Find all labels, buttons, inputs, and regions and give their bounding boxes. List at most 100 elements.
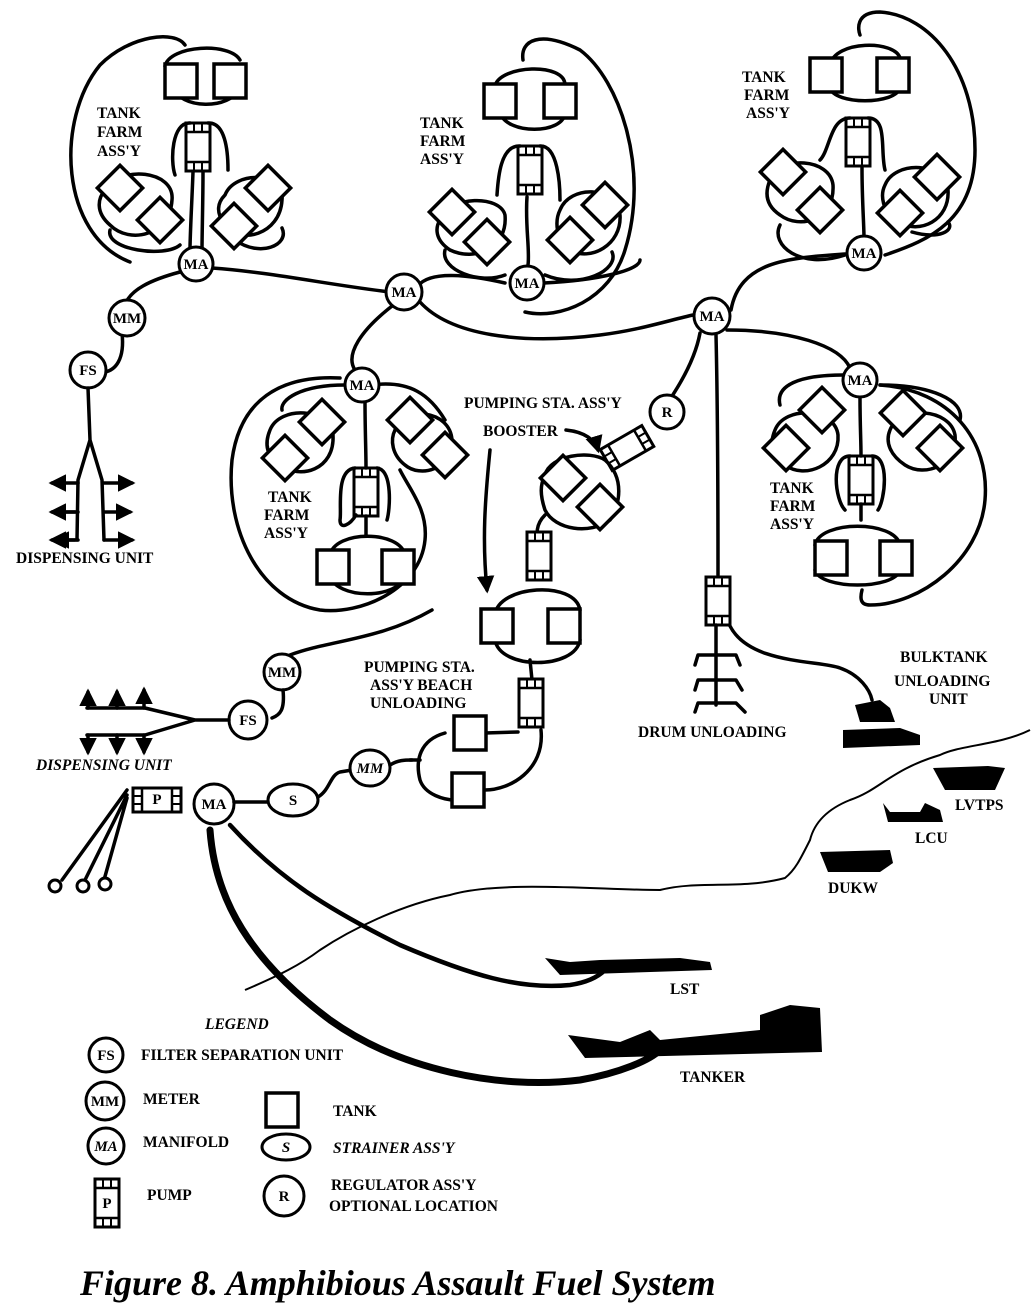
svg-text:MANIFOLD: MANIFOLD bbox=[143, 1134, 229, 1151]
legend: LEGEND FS FILTER SEPARATION UNIT MM METE… bbox=[84, 1016, 498, 1229]
svg-text:MA: MA bbox=[350, 378, 375, 394]
manifold-node-middle-left: MA bbox=[343, 366, 381, 404]
pumping-station-beach: PUMPING STA. ASS'Y BEACH UNLOADING bbox=[364, 530, 582, 809]
pump-label: P bbox=[152, 792, 161, 808]
meter-node: MM bbox=[348, 748, 392, 788]
vessel-lvtps-label: LVTPS bbox=[955, 797, 1004, 814]
legend-item-filter: FS FILTER SEPARATION UNIT bbox=[87, 1036, 344, 1074]
truck-icon bbox=[843, 728, 920, 748]
pumping-sta-beach-label-line2: ASS'Y BEACH bbox=[370, 677, 472, 694]
legend-item-pump: P PUMP bbox=[93, 1177, 192, 1229]
tank-farm-label-line3: ASS'Y bbox=[746, 105, 790, 122]
ship-hoses bbox=[206, 822, 664, 1086]
svg-text:METER: METER bbox=[143, 1091, 201, 1108]
dispensing-unit-upper: MM FS DISPENSING UNIT bbox=[16, 298, 154, 567]
pumping-sta-booster-label-line1: PUMPING STA. ASS'Y bbox=[464, 395, 622, 412]
strainer-node: S bbox=[266, 782, 320, 818]
svg-text:S: S bbox=[282, 1140, 290, 1156]
svg-text:R: R bbox=[279, 1189, 290, 1205]
pumping-sta-booster-label-line2: BOOSTER bbox=[483, 423, 559, 440]
nozzle-icon bbox=[75, 878, 91, 894]
legend-item-regulator: R REGULATOR ASS'Y OPTIONAL LOCATION bbox=[262, 1174, 498, 1218]
svg-text:FS: FS bbox=[239, 713, 257, 729]
figure-caption: Figure 8. Amphibious Assault Fuel System bbox=[79, 1263, 715, 1303]
svg-text:MM: MM bbox=[91, 1094, 119, 1110]
dispensing-unit-label: DISPENSING UNIT bbox=[35, 757, 172, 774]
pumping-sta-beach-label-line1: PUMPING STA. bbox=[364, 659, 475, 676]
svg-text:MA: MA bbox=[184, 257, 209, 273]
bulk-tank-label-line3: UNIT bbox=[929, 691, 968, 708]
drum-unloading: DRUM UNLOADING bbox=[638, 575, 874, 741]
beach-manifold-assembly: P MA S MM bbox=[47, 748, 414, 894]
bulk-tank-unloading: BULKTANK UNLOADING UNIT bbox=[843, 649, 990, 748]
filter-node: FS bbox=[227, 699, 269, 741]
tank-farm-label-line1: TANK bbox=[742, 69, 786, 86]
truck-icon bbox=[855, 700, 895, 722]
tank-farm-middle-right: TANK FARM ASS'Y bbox=[760, 373, 988, 607]
manifold-node-middle-right: MA bbox=[841, 361, 879, 399]
meter-node: MM bbox=[107, 298, 147, 338]
trunk-lines bbox=[103, 252, 852, 577]
manifold-node-beach: MA bbox=[192, 782, 236, 826]
svg-text:R: R bbox=[662, 405, 673, 421]
dispensing-unit-label: DISPENSING UNIT bbox=[16, 550, 154, 567]
manifold-node-center: MA bbox=[384, 272, 424, 312]
svg-text:S: S bbox=[289, 793, 297, 809]
shoreline bbox=[244, 729, 1031, 991]
tank-farm-top-left: TANK FARM ASS'Y bbox=[69, 35, 294, 264]
svg-text:P: P bbox=[102, 1196, 111, 1212]
tank-farm-label-line2: FARM bbox=[770, 498, 816, 515]
vessel-tanker-label: TANKER bbox=[680, 1069, 746, 1086]
tank-farm-label-line3: ASS'Y bbox=[770, 516, 814, 533]
lcu-icon bbox=[883, 803, 943, 822]
svg-text:MA: MA bbox=[93, 1139, 117, 1155]
tank-farm-label-line3: ASS'Y bbox=[264, 525, 308, 542]
svg-text:MA: MA bbox=[700, 309, 725, 325]
pumping-station-booster: PUMPING STA. ASS'Y BOOSTER R bbox=[464, 393, 686, 594]
tanker-icon bbox=[568, 1005, 822, 1058]
legend-item-manifold: MA MANIFOLD bbox=[86, 1126, 229, 1166]
vessel-lst-label: LST bbox=[670, 981, 700, 998]
svg-text:MA: MA bbox=[852, 246, 877, 262]
pumping-sta-beach-label-line3: UNLOADING bbox=[370, 695, 466, 712]
legend-item-tank: TANK bbox=[264, 1091, 377, 1129]
dukw-icon bbox=[820, 850, 893, 872]
svg-text:MM: MM bbox=[268, 665, 296, 681]
tank-farm-top-right: TANK FARM ASS'Y bbox=[742, 10, 977, 262]
svg-text:MA: MA bbox=[202, 797, 227, 813]
vessel-dukw-label: DUKW bbox=[828, 880, 878, 897]
svg-text:MA: MA bbox=[392, 285, 417, 301]
dispensing-unit-lower: MM FS DISPENSING UNIT bbox=[35, 608, 434, 774]
tank-farm-label-line2: FARM bbox=[744, 87, 790, 104]
svg-text:STRAINER ASS'Y: STRAINER ASS'Y bbox=[333, 1140, 456, 1157]
filter-node: FS bbox=[68, 350, 108, 390]
manifold-node-top-right: MA bbox=[845, 234, 883, 272]
legend-item-strainer: S STRAINER ASS'Y bbox=[260, 1132, 456, 1162]
tank-farm-label-line3: ASS'Y bbox=[97, 143, 141, 160]
legend-title: LEGEND bbox=[204, 1016, 269, 1033]
svg-text:REGULATOR ASS'Y: REGULATOR ASS'Y bbox=[331, 1177, 476, 1194]
tank-farm-label-line2: FARM bbox=[264, 507, 310, 524]
tank-farm-label-line1: TANK bbox=[97, 105, 141, 122]
svg-text:OPTIONAL LOCATION: OPTIONAL LOCATION bbox=[329, 1198, 498, 1215]
tank-farm-label-line1: TANK bbox=[420, 115, 464, 132]
tank-farm-top-center: TANK FARM ASS'Y bbox=[420, 37, 636, 316]
tank-farm-label-line3: ASS'Y bbox=[420, 151, 464, 168]
tank-farm-label-line1: TANK bbox=[268, 489, 312, 506]
legend-item-meter: MM METER bbox=[84, 1080, 201, 1122]
svg-text:FS: FS bbox=[79, 363, 97, 379]
svg-text:PUMP: PUMP bbox=[147, 1187, 192, 1204]
svg-text:FILTER SEPARATION UNIT: FILTER SEPARATION UNIT bbox=[141, 1047, 344, 1064]
svg-text:MM: MM bbox=[113, 311, 141, 327]
vessel-lcu-label: LCU bbox=[915, 830, 948, 847]
nozzle-icon bbox=[47, 878, 63, 894]
nozzle-icon bbox=[97, 876, 113, 892]
svg-text:MA: MA bbox=[515, 276, 540, 292]
meter-node: MM bbox=[262, 652, 302, 692]
manifold-node-top-center: MA bbox=[508, 264, 546, 302]
tank-farm-middle-left: TANK FARM ASS'Y bbox=[229, 376, 471, 613]
tank-farm-label-line2: FARM bbox=[97, 124, 143, 141]
lvtps-icon bbox=[933, 766, 1005, 790]
lst-icon bbox=[545, 958, 712, 975]
